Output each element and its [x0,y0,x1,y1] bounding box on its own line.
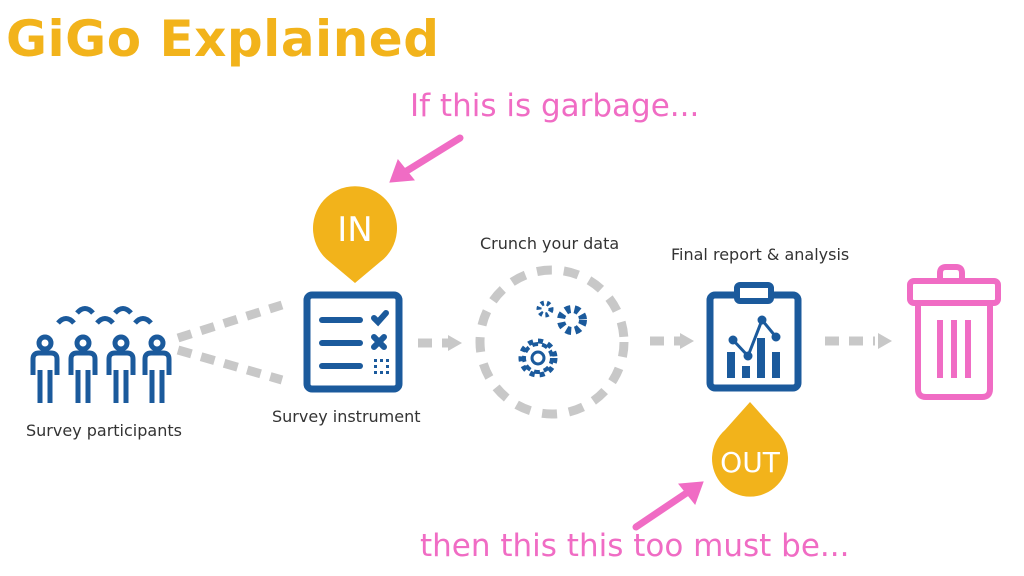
step-label-instrument: Survey instrument [272,407,421,426]
connector-arrowheads [448,333,892,351]
pink-arrow-bottom [632,481,704,531]
gears-icon [518,300,587,378]
step-label-participants: Survey participants [26,421,182,440]
step-label-crunch: Crunch your data [480,234,620,253]
page-title: GiGo Explained [6,10,440,68]
trash-icon [907,264,1001,400]
connectors [176,300,875,385]
checklist-icon [303,291,403,393]
crunch-dashed-ring [475,265,629,419]
annotation-bottom: then this this too must be... [420,528,850,564]
step-label-report: Final report & analysis [671,245,850,264]
report-clipboard-icon [706,282,802,392]
pink-arrow-top [389,134,464,183]
in-badge-label: IN [337,210,372,250]
in-badge [313,186,398,283]
annotation-top: If this is garbage... [410,88,700,124]
out-badge-label: OUT [720,446,781,479]
people-icon [30,306,169,404]
out-badge [712,402,788,497]
